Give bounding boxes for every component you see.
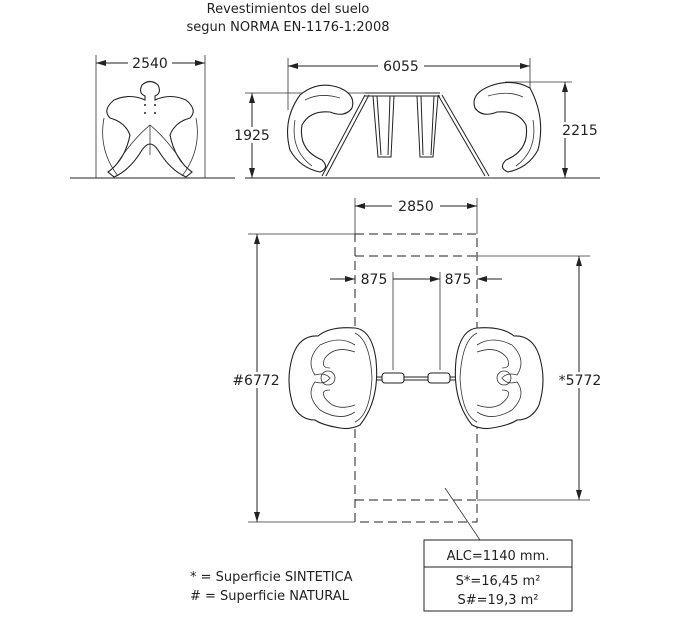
synthetic-length-dim: *5772	[559, 373, 602, 389]
side-view: 6055 1925 2215	[232, 58, 602, 179]
plan-width-dim: 2850	[398, 199, 434, 215]
front-view: 2540	[70, 55, 235, 179]
front-view-seat-shape	[102, 80, 198, 178]
beam-height-dim: 1925	[234, 128, 270, 144]
left-swing-unit	[288, 327, 378, 430]
seat-offset-right-dim: 875	[445, 272, 472, 288]
swing-seat	[427, 372, 451, 384]
info-box: ALC=1140 mm. S*=16,45 m² S#=19,3 m²	[423, 539, 573, 612]
plan-view: 2850 #6772 *5772 875 875	[228, 198, 607, 541]
total-height-dim: 2215	[562, 123, 598, 139]
swing-seat	[381, 372, 405, 384]
side-length-dim: 6055	[383, 59, 419, 75]
front-width-dim: 2540	[132, 56, 168, 72]
title-line-2: segun NORMA EN-1176-1:2008	[186, 20, 389, 35]
synthetic-area-value: S*=16,45 m²	[456, 574, 541, 589]
title-line-1: Revestimientos del suelo	[207, 2, 370, 17]
seat-offset-left-dim: 875	[361, 272, 388, 288]
legend-natural: # = Superficie NATURAL	[190, 589, 350, 604]
legend-synthetic: * = Superficie SINTETICA	[190, 570, 353, 585]
natural-area-value: S#=19,3 m²	[458, 593, 539, 608]
alc-value: ALC=1140 mm.	[447, 549, 550, 564]
right-swing-unit	[454, 327, 544, 430]
natural-length-dim: #6772	[232, 373, 279, 389]
